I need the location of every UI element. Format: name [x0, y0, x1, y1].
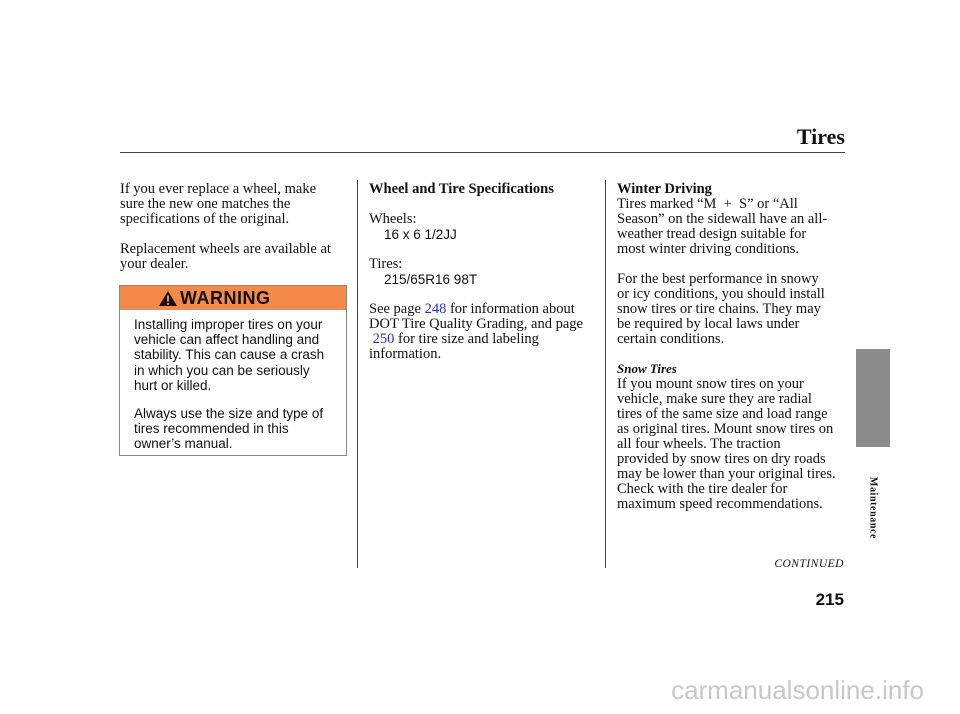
tires-value: 215/65R16 98T	[384, 272, 478, 287]
page-250-link[interactable]: 250	[372, 331, 395, 347]
page-number: 215	[815, 590, 844, 609]
header-divider	[120, 152, 845, 153]
watermark-text: carmanualsonline.info	[671, 675, 924, 705]
watermark-bar: carmanualsonline.info	[0, 672, 960, 714]
winter-driving-heading: Winter Driving	[617, 181, 712, 197]
column-divider-2	[605, 180, 606, 568]
section-tab	[856, 349, 890, 447]
warning-title: WARNING	[180, 288, 271, 308]
warning-box: WARNING Installing improper tires on you…	[119, 285, 347, 456]
column-divider-1	[357, 180, 358, 568]
wheels-value: 16 x 6 1/2JJ	[384, 227, 457, 242]
wheels-label: Wheels:	[369, 211, 417, 227]
snow-tires-paragraph: If you mount snow tires on your vehicle,…	[617, 376, 836, 512]
section-tab-label: Maintenance	[867, 476, 879, 540]
snowy-conditions-paragraph: For the best performance in snowy or icy…	[617, 271, 825, 347]
warning-text-2: Always use the size and type of tires re…	[134, 406, 324, 452]
warning-text-1: Installing improper tires on your vehicl…	[134, 317, 325, 393]
page-title: Tires	[796, 124, 845, 149]
page-reference-paragraph: See page 248 for information about DOT T…	[369, 301, 583, 362]
warning-triangle-icon	[159, 291, 177, 306]
warning-header: WARNING	[120, 286, 346, 310]
snow-tires-subheading: Snow Tires	[617, 361, 677, 376]
all-season-paragraph: Tires marked “M + S” or “All Season” on …	[617, 196, 828, 257]
specs-heading: Wheel and Tire Specifications	[369, 181, 554, 197]
tires-label: Tires:	[369, 256, 403, 272]
continued-label: CONTINUED	[774, 558, 844, 570]
dealer-paragraph: Replacement wheels are available at your…	[120, 241, 331, 272]
wheel-replace-paragraph: If you ever replace a wheel, make sure t…	[120, 181, 317, 227]
page-248-link[interactable]: 248	[424, 301, 447, 317]
